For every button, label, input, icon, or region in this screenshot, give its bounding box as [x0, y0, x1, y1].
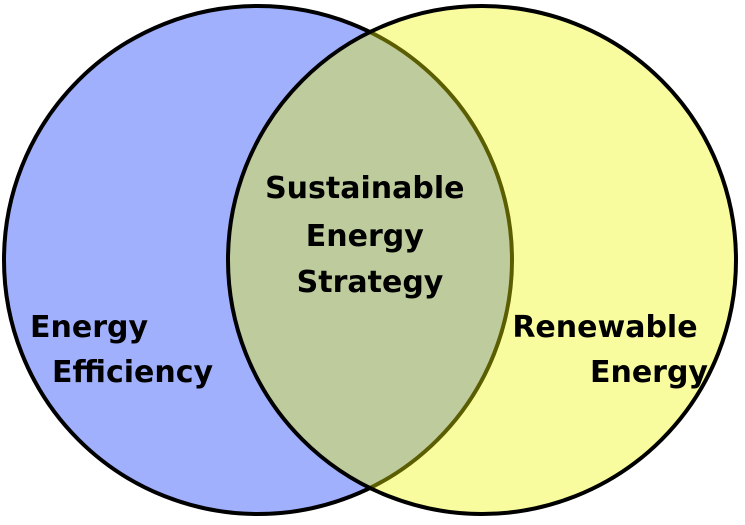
energy-efficiency-circle: [2, 4, 514, 516]
left-set-label: Energy Efficiency: [30, 310, 214, 390]
intersection-label: Sustainable Energy Strategy: [265, 171, 475, 300]
right-set-label: Renewable Energy: [512, 310, 708, 390]
renewable-energy-circle: [228, 6, 736, 514]
renewable-energy-circle-outline: [226, 4, 738, 516]
